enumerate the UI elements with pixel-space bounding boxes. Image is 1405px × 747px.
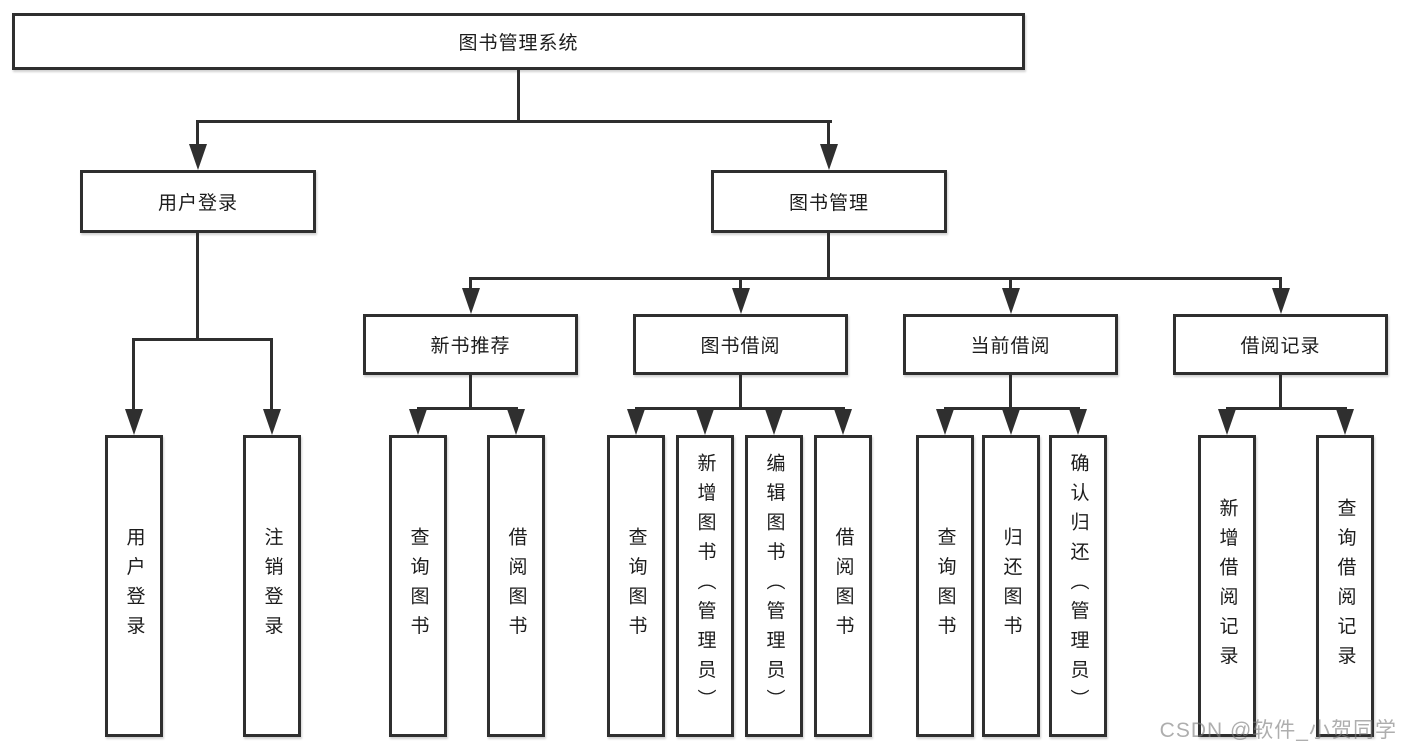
arrow-down-icon [462, 288, 480, 314]
node-book-management: 图书管理 [711, 170, 947, 233]
edge-root-horizontal [196, 120, 832, 123]
arrow-down-icon [1002, 409, 1020, 435]
node-leaf-query-borrow-record: 查询借阅记录 [1316, 435, 1374, 737]
edge-borrow-horizontal [635, 407, 845, 410]
leaf-label: 借阅图书 [505, 527, 527, 645]
node-leaf-borrow-books-borrow: 借阅图书 [814, 435, 872, 737]
leaf-label: 归还图书 [1000, 527, 1022, 645]
arrow-down-icon [765, 409, 783, 435]
edge-user-login-horizontal [132, 338, 273, 341]
node-book-borrow-label: 图书借阅 [700, 336, 781, 357]
arrow-down-icon [820, 144, 838, 170]
arrow-down-icon [1218, 409, 1236, 435]
edge-to-new-book-recommend [469, 277, 472, 290]
edge-user-login-vertical [196, 233, 199, 338]
node-borrow-records: 借阅记录 [1173, 314, 1388, 375]
leaf-label: 查询图书 [407, 527, 429, 645]
arrow-down-icon [263, 409, 281, 435]
arrow-down-icon [732, 288, 750, 314]
node-leaf-return-book: 归还图书 [982, 435, 1040, 737]
edge-borrow-vertical [739, 375, 742, 410]
edge-records-vertical [1279, 375, 1282, 410]
node-root-label: 图书管理系统 [458, 33, 579, 54]
edge-recommend-horizontal [417, 407, 518, 410]
leaf-label: 编辑图书（管理员） [763, 453, 785, 719]
arrow-down-icon [189, 144, 207, 170]
arrow-down-icon [1069, 409, 1087, 435]
node-leaf-query-books-current: 查询图书 [916, 435, 974, 737]
node-current-borrow-label: 当前借阅 [970, 336, 1051, 357]
leaf-label: 新增图书（管理员） [694, 453, 716, 719]
leaf-label: 查询借阅记录 [1334, 497, 1356, 675]
arrow-down-icon [1336, 409, 1354, 435]
leaf-label: 确认归还（管理员） [1067, 453, 1089, 719]
edge-root-to-user-login [196, 120, 199, 146]
edge-book-management-horizontal [469, 277, 1282, 280]
leaf-label: 注销登录 [261, 527, 283, 645]
node-leaf-edit-book-admin: 编辑图书（管理员） [745, 435, 803, 737]
node-user-login-label: 用户登录 [157, 193, 238, 214]
arrow-down-icon [507, 409, 525, 435]
node-new-book-recommend-label: 新书推荐 [430, 336, 511, 357]
leaf-label: 查询图书 [934, 527, 956, 645]
node-book-management-label: 图书管理 [788, 193, 869, 214]
node-leaf-logout: 注销登录 [243, 435, 301, 737]
node-current-borrow: 当前借阅 [903, 314, 1118, 375]
node-book-borrow: 图书借阅 [633, 314, 848, 375]
node-root: 图书管理系统 [12, 13, 1025, 70]
arrow-down-icon [1272, 288, 1290, 314]
edge-current-vertical [1009, 375, 1012, 410]
node-new-book-recommend: 新书推荐 [363, 314, 578, 375]
leaf-label: 查询图书 [625, 527, 647, 645]
node-leaf-borrow-books-recommend: 借阅图书 [487, 435, 545, 737]
arrow-down-icon [834, 409, 852, 435]
node-user-login: 用户登录 [80, 170, 316, 233]
arrow-down-icon [1002, 288, 1020, 314]
node-leaf-add-book-admin: 新增图书（管理员） [676, 435, 734, 737]
edge-to-borrow-records [1279, 277, 1282, 290]
edge-to-current-borrow [1009, 277, 1012, 290]
arrow-down-icon [409, 409, 427, 435]
edge-records-horizontal [1226, 407, 1347, 410]
csdn-watermark: CSDN @软件_小贺同学 [1159, 719, 1397, 742]
arrow-down-icon [696, 409, 714, 435]
edge-to-logout-leaf [270, 338, 273, 411]
node-leaf-confirm-return-admin: 确认归还（管理员） [1049, 435, 1107, 737]
leaf-label: 借阅图书 [832, 527, 854, 645]
node-leaf-query-books-borrow: 查询图书 [607, 435, 665, 737]
edge-root-vertical [517, 68, 520, 120]
edge-recommend-vertical [469, 375, 472, 410]
arrow-down-icon [936, 409, 954, 435]
node-leaf-query-books-recommend: 查询图书 [389, 435, 447, 737]
edge-to-login-leaf [132, 338, 135, 411]
edge-current-horizontal [944, 407, 1080, 410]
edge-book-management-vertical [827, 233, 830, 279]
arrow-down-icon [627, 409, 645, 435]
node-leaf-add-borrow-record: 新增借阅记录 [1198, 435, 1256, 737]
arrow-down-icon [125, 409, 143, 435]
leaf-label: 新增借阅记录 [1216, 497, 1238, 675]
edge-to-book-borrow [739, 277, 742, 290]
edge-root-to-book-management [827, 120, 830, 146]
leaf-label: 用户登录 [123, 527, 145, 645]
node-leaf-user-login: 用户登录 [105, 435, 163, 737]
node-borrow-records-label: 借阅记录 [1240, 336, 1321, 357]
